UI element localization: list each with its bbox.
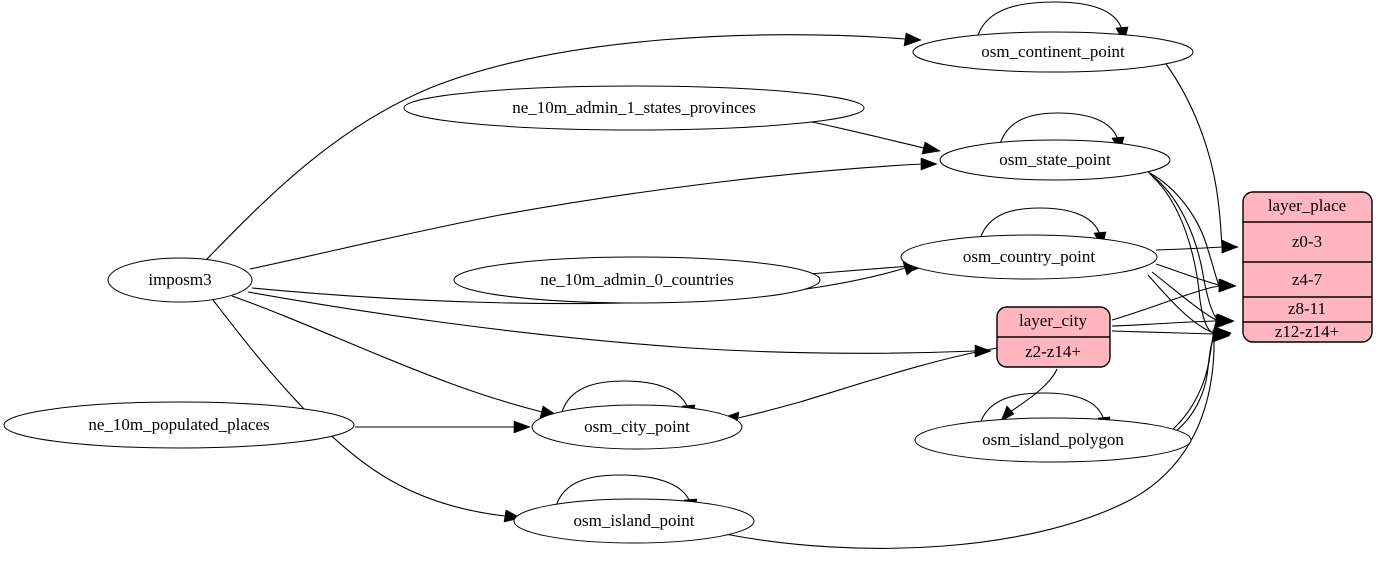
selfloop-osm-continent-point <box>977 1 1123 36</box>
node-osm-island-point[interactable]: osm_island_point <box>513 498 755 544</box>
node-ne-10m-populated-places[interactable]: ne_10m_populated_places <box>3 401 355 449</box>
node-imposm3[interactable]: imposm3 <box>107 257 253 303</box>
edge-island-polygon-to-layer-place-z12 <box>1174 334 1216 433</box>
node-layer-city[interactable]: layer_city z2-z14+ <box>996 306 1111 368</box>
node-label: osm_continent_point <box>981 42 1125 61</box>
node-shape <box>912 31 1194 73</box>
layer-place-row-z4-7[interactable]: z4-7 <box>1292 270 1323 289</box>
node-shape <box>513 498 755 544</box>
layer-place-row-z12-z14plus[interactable]: z12-z14+ <box>1275 322 1339 341</box>
edge-country-to-layer-place-z12 <box>1147 274 1215 334</box>
edge-state-to-layer-place-z12 <box>1151 175 1217 334</box>
node-ne-10m-admin-1-states-provinces[interactable]: ne_10m_admin_1_states_provinces <box>403 85 865 131</box>
node-ne-10m-admin-0-countries[interactable]: ne_10m_admin_0_countries <box>453 256 821 304</box>
node-layer-place[interactable]: layer_place z0-3 z4-7 z8-11 z12-z14+ <box>1242 191 1373 343</box>
arrowhead-icon <box>921 141 941 155</box>
node-label: osm_city_point <box>584 417 690 436</box>
node-osm-state-point[interactable]: osm_state_point <box>939 139 1171 181</box>
arrowhead-icon <box>903 32 922 47</box>
edge-ne-countries-to-osm-country-point <box>809 265 911 275</box>
selfloop-osm-state-point <box>999 112 1119 145</box>
edge-country-to-layer-place-z4-7 <box>1155 263 1220 286</box>
edge-island-polygon-to-layer-place-z8-11 <box>1171 321 1217 431</box>
edge-layer <box>204 1 1239 549</box>
selfloop-osm-island-point <box>555 474 691 507</box>
node-shape <box>914 417 1192 463</box>
arrowhead-icon <box>1212 329 1230 343</box>
node-label: imposm3 <box>148 270 211 289</box>
edge-state-to-layer-place-z8-11 <box>1149 173 1219 321</box>
node-label: osm_country_point <box>963 247 1095 266</box>
layer-place-row-z0-3[interactable]: z0-3 <box>1292 232 1322 251</box>
arrowhead-icon <box>1000 405 1015 422</box>
edge-country-to-layer-place-z0-3 <box>1155 246 1223 251</box>
node-shape <box>939 139 1171 181</box>
arrowhead-icon <box>1221 240 1239 254</box>
node-label: osm_island_point <box>574 511 695 530</box>
node-osm-country-point[interactable]: osm_country_point <box>900 234 1158 280</box>
selfloop-osm-island-polygon <box>979 392 1105 425</box>
edge-imposm3-to-osm-continent-point <box>204 34 907 262</box>
node-shape <box>3 401 355 449</box>
edge-continent-to-layer-place-z0-3 <box>1165 63 1223 247</box>
node-osm-continent-point[interactable]: osm_continent_point <box>912 31 1194 73</box>
arrowhead-icon <box>920 157 938 171</box>
node-osm-island-polygon[interactable]: osm_island_polygon <box>914 417 1192 463</box>
edge-imposm3-to-osm-state-point <box>249 163 923 270</box>
node-label: osm_island_polygon <box>982 430 1124 449</box>
edge-imposm3-to-osm-island-point <box>212 299 506 517</box>
selfloop-osm-city-point <box>561 380 689 413</box>
node-label: ne_10m_admin_1_states_provinces <box>512 98 756 117</box>
edge-layer-city-to-layer-place-z12 <box>1111 330 1215 335</box>
layer-place-box <box>1242 191 1373 343</box>
node-shape <box>900 234 1158 280</box>
arrowhead-icon <box>513 420 531 434</box>
layer-city-header: layer_city <box>1019 311 1087 330</box>
node-label: ne_10m_populated_places <box>88 415 269 434</box>
layer-place-row-z8-11[interactable]: z8-11 <box>1288 299 1326 318</box>
record-node-layer: layer_place z0-3 z4-7 z8-11 z12-z14+ lay… <box>996 191 1373 368</box>
edge-island-point-to-layer-place-z12 <box>724 336 1215 549</box>
edge-layer-city-to-layer-place-z8-11 <box>1111 320 1217 327</box>
edge-country-to-layer-place-z8-11 <box>1151 271 1217 321</box>
edge-layer-city-to-osm-island-polygon <box>1009 368 1058 413</box>
edge-state-to-layer-place-z4-7 <box>1147 171 1220 286</box>
ellipse-node-layer: osm_continent_point ne_10m_admin_1_state… <box>3 31 1194 544</box>
edge-layer-city-to-osm-city-point <box>737 347 998 419</box>
node-osm-city-point[interactable]: osm_city_point <box>531 404 743 450</box>
node-shape <box>453 256 821 304</box>
node-label: osm_state_point <box>999 150 1111 169</box>
arrowhead-icon <box>1215 315 1233 329</box>
node-label: ne_10m_admin_0_countries <box>540 270 734 289</box>
edge-layer-city-to-layer-place-z4-7 <box>1111 285 1220 321</box>
arrowhead-icon <box>1218 279 1236 293</box>
node-shape <box>107 257 253 303</box>
selfloop-osm-country-point <box>979 207 1101 240</box>
layer-city-row-z2-z14plus[interactable]: z2-z14+ <box>1025 342 1081 361</box>
node-shape <box>531 404 743 450</box>
edge-ne-states-to-osm-state-point <box>811 121 925 149</box>
edge-imposm3-to-osm-city-point <box>231 295 543 413</box>
layer-place-header: layer_place <box>1268 196 1346 215</box>
node-shape <box>403 85 865 131</box>
edge-imposm3-to-layer-city <box>247 291 976 354</box>
